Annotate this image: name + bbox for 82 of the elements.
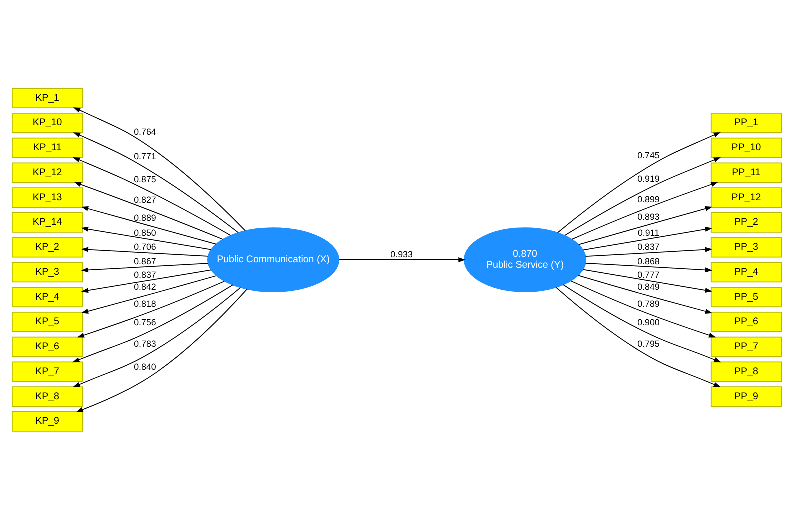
arrow bbox=[73, 132, 239, 234]
node-box: KP_10 bbox=[12, 112, 84, 134]
node-box: KP_12 bbox=[12, 162, 84, 184]
edge-label: 0.868 bbox=[638, 256, 660, 266]
edge-label: 0.889 bbox=[134, 212, 156, 223]
node-box: KP_8 bbox=[12, 386, 84, 408]
edge-label: 0.783 bbox=[134, 339, 156, 350]
edge-label: 0.764 bbox=[134, 126, 156, 137]
arrow bbox=[585, 247, 713, 258]
arrow bbox=[572, 182, 718, 240]
node-box: PP_5 bbox=[710, 287, 782, 308]
node-box: KP_2 bbox=[12, 237, 84, 258]
edge-label: 0.771 bbox=[134, 152, 156, 162]
edge-label: 0.789 bbox=[638, 299, 660, 310]
node-box: PP_12 bbox=[710, 188, 782, 208]
node-box: KP_4 bbox=[12, 287, 84, 308]
arrow bbox=[81, 270, 212, 294]
arrow bbox=[81, 276, 217, 314]
edge-label: 0.850 bbox=[134, 228, 156, 238]
node-box: KP_7 bbox=[12, 362, 84, 382]
node-box: PP_4 bbox=[710, 262, 782, 283]
arrow bbox=[557, 132, 721, 234]
edge-label: 0.842 bbox=[134, 282, 156, 292]
node-box: KP_1 bbox=[12, 88, 84, 109]
arrow bbox=[81, 226, 212, 250]
edge-label: 0.837 bbox=[638, 242, 660, 252]
node-box: PP_10 bbox=[710, 138, 782, 158]
arrow bbox=[583, 269, 712, 293]
edge-label: 0.795 bbox=[638, 339, 660, 350]
arrow bbox=[73, 287, 242, 388]
edge-label: 0.745 bbox=[638, 150, 660, 161]
edge-label: 0.777 bbox=[638, 270, 660, 280]
arrow bbox=[81, 247, 209, 257]
node-box: KP_5 bbox=[12, 312, 84, 332]
arrow bbox=[564, 157, 722, 236]
node-box: KP_11 bbox=[12, 138, 84, 158]
arrow bbox=[81, 263, 209, 273]
node-box: PP_11 bbox=[710, 162, 782, 184]
arrow bbox=[72, 284, 234, 363]
node-box: KP_9 bbox=[12, 411, 84, 432]
edge-label: 0.827 bbox=[134, 195, 156, 206]
arrow bbox=[74, 182, 224, 240]
arrow bbox=[556, 287, 721, 388]
node-ellipse: Public Communication (X) bbox=[208, 228, 340, 292]
edge-label: 0.899 bbox=[638, 194, 660, 204]
node-box: KP_3 bbox=[12, 262, 84, 283]
node-box: PP_3 bbox=[710, 237, 782, 258]
arrow bbox=[73, 108, 246, 232]
arrow bbox=[578, 206, 713, 246]
node-box: KP_14 bbox=[12, 212, 84, 233]
arrow bbox=[77, 281, 226, 338]
edge-label: 0.875 bbox=[134, 174, 156, 185]
edge-label: 0.867 bbox=[134, 256, 156, 266]
node-box: PP_1 bbox=[710, 112, 782, 134]
node-box: PP_9 bbox=[710, 386, 782, 408]
edge-label: 0.849 bbox=[638, 282, 660, 292]
arrow bbox=[583, 227, 712, 251]
edge-label: 0.840 bbox=[134, 362, 156, 372]
arrow bbox=[570, 280, 716, 338]
node-box: KP_13 bbox=[12, 188, 84, 208]
edge-label: 0.900 bbox=[638, 318, 660, 328]
arrow bbox=[585, 262, 713, 273]
node-box: PP_6 bbox=[710, 312, 782, 332]
node-box: PP_2 bbox=[710, 212, 782, 233]
node-ellipse: 0.870 Public Service (Y) bbox=[464, 228, 587, 292]
arrow bbox=[339, 258, 466, 262]
edge-label: 0.818 bbox=[134, 299, 156, 310]
edge-label: 0.706 bbox=[134, 242, 156, 252]
arrow bbox=[563, 284, 722, 363]
edge-label: 0.756 bbox=[134, 318, 156, 328]
arrow bbox=[76, 288, 248, 412]
arrow bbox=[73, 157, 232, 236]
node-box: PP_7 bbox=[710, 336, 782, 358]
edge-label: 0.933 bbox=[390, 249, 413, 260]
edge-label: 0.837 bbox=[134, 270, 156, 280]
node-box: KP_6 bbox=[12, 336, 84, 358]
arrow bbox=[81, 206, 217, 245]
node-box: PP_8 bbox=[710, 362, 782, 382]
arrow bbox=[578, 275, 713, 314]
edge-label: 0.919 bbox=[638, 174, 660, 184]
edge-label: 0.893 bbox=[638, 212, 660, 222]
edge-label: 0.911 bbox=[638, 228, 660, 238]
